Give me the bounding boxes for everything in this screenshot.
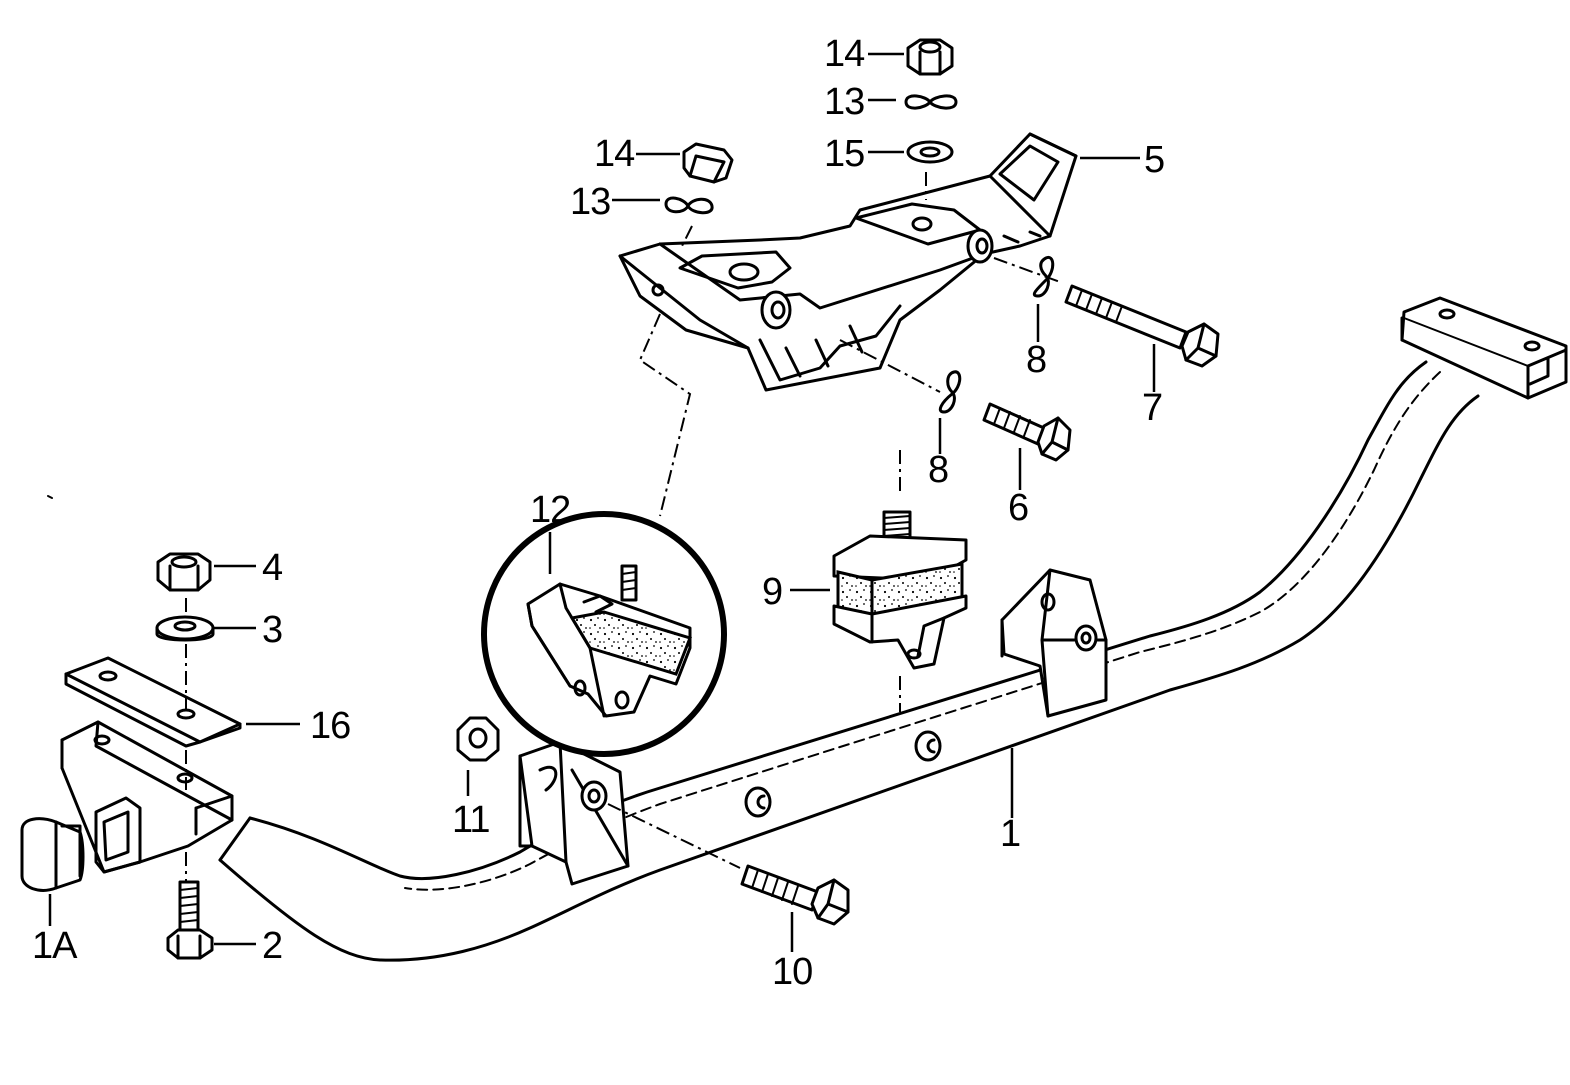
label-part-12: 12 bbox=[530, 489, 570, 531]
label-part-3: 3 bbox=[262, 609, 282, 651]
label-part-1a: 1A bbox=[32, 925, 78, 967]
right-bracket bbox=[1000, 568, 1108, 718]
bolt-center bbox=[740, 864, 850, 926]
lock-washer-top bbox=[904, 94, 958, 110]
label-part-10: 10 bbox=[772, 951, 812, 993]
lock-washer-left bbox=[664, 196, 714, 215]
nut-center bbox=[456, 716, 500, 762]
axis-bolt-7 bbox=[993, 257, 1061, 283]
axis-bolt-6 bbox=[839, 339, 941, 393]
flat-washer bbox=[155, 615, 215, 642]
plate bbox=[64, 656, 242, 748]
lock-washer-8-lower bbox=[938, 370, 962, 414]
label-part-6: 6 bbox=[1008, 487, 1028, 529]
label-part-7: 7 bbox=[1142, 387, 1162, 429]
hex-nut-left bbox=[156, 552, 212, 592]
label-part-8-lower: 8 bbox=[928, 449, 948, 491]
washer-top bbox=[906, 140, 954, 164]
rubber-plug bbox=[20, 817, 85, 892]
label-part-14-left: 14 bbox=[594, 133, 635, 175]
label-part-8-upper: 8 bbox=[1026, 339, 1046, 381]
label-part-11: 11 bbox=[452, 799, 489, 841]
hex-nut-top bbox=[906, 38, 954, 76]
label-part-1: 1 bbox=[1000, 813, 1020, 855]
rubber-mount bbox=[832, 510, 968, 670]
subframe-crossmember bbox=[218, 296, 1568, 962]
left-bracket bbox=[60, 720, 234, 874]
detail-inset bbox=[481, 511, 727, 757]
bolt-left bbox=[166, 880, 214, 960]
center-bracket bbox=[518, 740, 630, 886]
frame-holes bbox=[744, 730, 942, 818]
label-part-15: 15 bbox=[824, 133, 864, 175]
label-part-4: 4 bbox=[262, 547, 283, 589]
label-part-2: 2 bbox=[262, 925, 282, 967]
label-part-5: 5 bbox=[1144, 139, 1164, 181]
axis-carrier-left bbox=[638, 225, 693, 517]
gearbox-carrier bbox=[618, 132, 1078, 392]
label-part-13-top: 13 bbox=[824, 81, 864, 123]
bolt-6 bbox=[982, 402, 1072, 462]
label-part-13-left: 13 bbox=[570, 181, 610, 223]
scan-mark bbox=[47, 495, 53, 499]
hex-nut-upper-left bbox=[682, 142, 734, 184]
label-part-16: 16 bbox=[310, 705, 350, 747]
lock-washer-8-upper bbox=[1032, 255, 1055, 298]
label-part-9: 9 bbox=[762, 571, 782, 613]
axis-bolt-10 bbox=[607, 803, 741, 869]
bolt-7 bbox=[1064, 284, 1220, 368]
leader-lines bbox=[48, 52, 1156, 952]
label-part-14-top: 14 bbox=[824, 33, 865, 75]
